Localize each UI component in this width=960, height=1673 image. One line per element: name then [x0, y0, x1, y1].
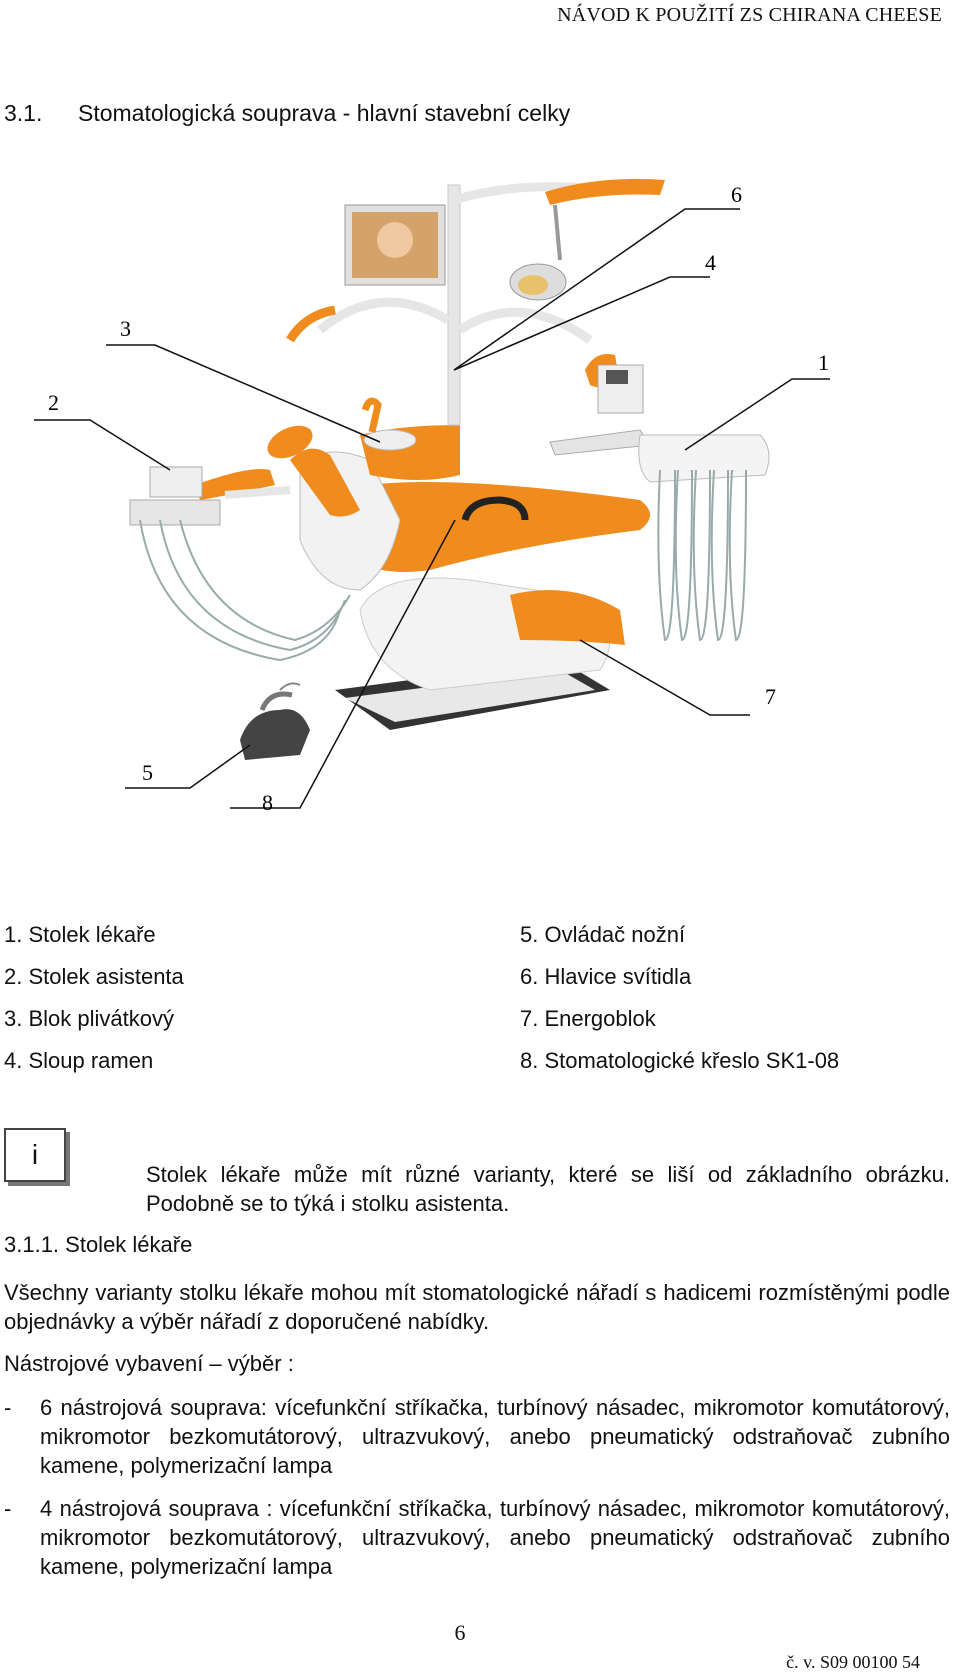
assistant-hoses	[139, 519, 351, 662]
arm-pillar	[447, 184, 461, 426]
section-number: 3.1.	[4, 100, 43, 126]
section-title-text: Stomatologická souprava - hlavní stavebn…	[78, 100, 571, 126]
callout-6: 6	[731, 182, 742, 207]
callout-2: 2	[48, 390, 59, 415]
doctor-hoses	[657, 469, 747, 642]
dental-unit-figure: 6 4 1 3 2 7 5 8	[34, 178, 830, 815]
page-number: 6	[454, 1620, 466, 1645]
monitor-face	[377, 222, 413, 258]
callout-1: 1	[818, 350, 829, 375]
callout-4: 4	[705, 250, 716, 275]
foot-control-cable	[279, 682, 301, 691]
legend-right-column: 5. Ovládač nožní 6. Hlavice svítidla 7. …	[520, 914, 839, 1082]
list-item-text: 6 nástrojová souprava: vícefunkční střík…	[40, 1395, 950, 1478]
legend-item: 5. Ovládač nožní	[520, 922, 686, 947]
light-lens	[518, 275, 548, 295]
legend-item: 3. Blok plivátkový	[4, 1006, 174, 1031]
leader-4	[453, 276, 710, 371]
spittoon-spout	[361, 397, 382, 433]
chair-base-top	[345, 670, 595, 722]
headrest	[267, 425, 313, 459]
chair-seat	[340, 482, 650, 572]
light-stem	[553, 204, 562, 261]
assistant-arm-cover	[286, 305, 336, 343]
document-number: č. v. S09 00100 54	[786, 1652, 920, 1672]
info-note: Stolek lékaře může mít různé varianty, k…	[146, 1162, 950, 1216]
list-item-text: 4 nástrojová souprava : vícefunkční stří…	[40, 1496, 950, 1579]
doctor-table-body	[638, 434, 770, 483]
section-title: 3.1. Stomatologická souprava - hlavní sta…	[4, 100, 570, 127]
leader-7	[579, 639, 750, 716]
subsection-title: 3.1.1. Stolek lékaře	[4, 1232, 193, 1257]
dental-unit-illustration	[129, 178, 770, 760]
list-item: - 6 nástrojová souprava: vícefunkční stř…	[4, 1393, 950, 1480]
callout-leaders	[34, 208, 830, 809]
callout-7: 7	[765, 684, 776, 709]
document-header: NÁVOD K POUŽITÍ ZS CHIRANA CHEESE	[557, 4, 942, 26]
assistant-control-panel	[149, 466, 203, 498]
doctor-tray	[549, 429, 651, 456]
legend-item: 7. Energoblok	[520, 1006, 656, 1031]
leader-8	[230, 519, 456, 809]
doctor-panel-display	[606, 370, 628, 384]
info-icon: i	[4, 1128, 66, 1182]
legend-item: 6. Hlavice svítidla	[520, 964, 692, 989]
assistant-arm-link	[224, 486, 291, 499]
energoblok-orange	[510, 590, 625, 645]
chair-backrest-orange	[290, 448, 360, 517]
legend-item: 8. Stomatologické křeslo SK1-08	[520, 1048, 840, 1073]
legend-item: 1. Stolek lékaře	[4, 922, 156, 947]
paragraph-variants: Všechny varianty stolku lékaře mohou mít…	[4, 1280, 950, 1334]
assistant-table-orange	[195, 469, 275, 500]
paragraph-equipment-heading: Nástrojové vybavení – výběr :	[4, 1351, 294, 1376]
leader-2	[34, 419, 171, 471]
legend-item: 4. Sloup ramen	[4, 1048, 154, 1073]
leader-6	[453, 208, 740, 371]
legend-left-column: 1. Stolek lékaře 2. Stolek asistenta 3. …	[4, 914, 184, 1082]
list-item: - 4 nástrojová souprava : vícefunkční st…	[4, 1494, 950, 1581]
foot-control-handle	[259, 691, 293, 712]
armrest	[461, 496, 529, 522]
light-arm-cover	[545, 178, 665, 205]
assistant-arm	[317, 297, 451, 334]
doctor-arm	[457, 307, 593, 344]
spittoon-bowl	[363, 429, 417, 451]
leader-3	[106, 344, 381, 443]
leader-1	[684, 378, 830, 451]
leader-5	[125, 744, 251, 789]
callout-5: 5	[142, 760, 153, 785]
legend-item: 2. Stolek asistenta	[4, 964, 184, 989]
callout-8: 8	[262, 790, 273, 815]
foot-control	[240, 709, 310, 760]
assistant-holder	[129, 499, 221, 526]
callout-3: 3	[120, 316, 131, 341]
list-dash: -	[4, 1395, 12, 1420]
list-dash: -	[4, 1496, 12, 1521]
